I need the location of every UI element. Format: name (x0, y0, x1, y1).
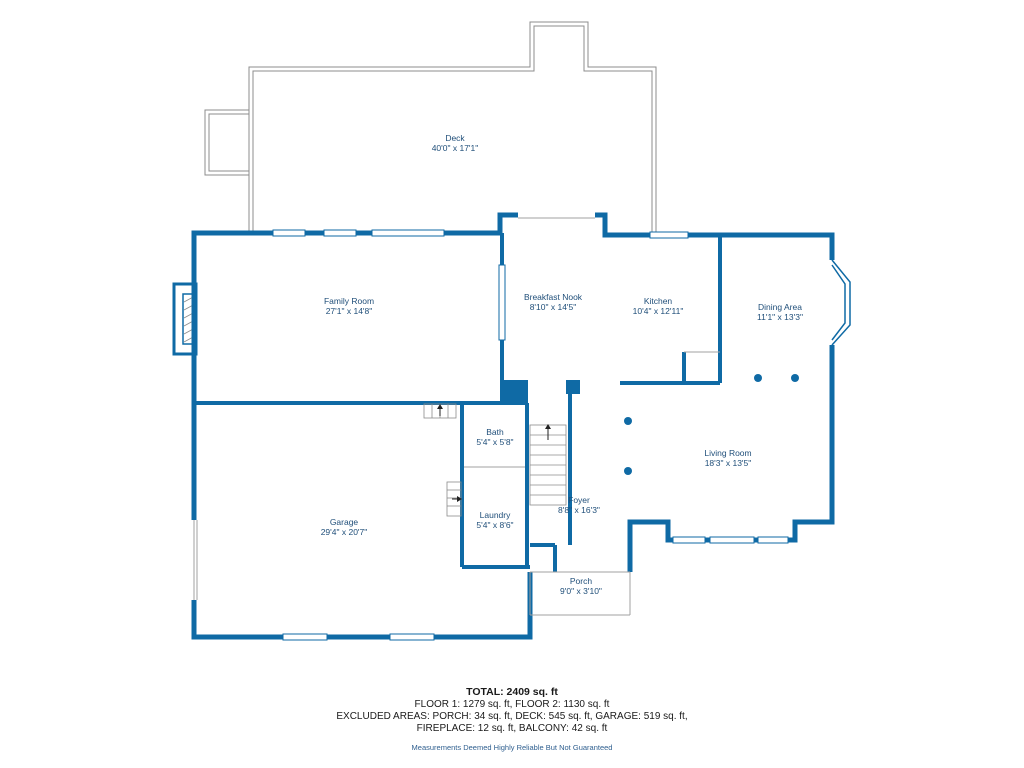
excluded-areas-continued: FIREPLACE: 12 sq. ft, BALCONY: 42 sq. ft (416, 723, 608, 734)
room-name: Dining Area (758, 302, 802, 312)
wall-blocks (500, 380, 580, 405)
room-labels: Deck 40'0" x 17'1" Family Room 27'1" x 1… (321, 133, 803, 596)
room-name: Foyer (568, 495, 590, 505)
room-name: Bath (486, 427, 504, 437)
floor-areas: FLOOR 1: 1279 sq. ft, FLOOR 2: 1130 sq. … (414, 699, 610, 710)
room-dims: 40'0" x 17'1" (432, 143, 479, 153)
total-area: TOTAL: 2409 sq. ft (466, 686, 558, 698)
deck-outline (204, 21, 657, 233)
room-dims: 10'4" x 12'11" (633, 306, 684, 316)
room-dims: 18'3" x 13'5" (705, 458, 752, 468)
room-name: Breakfast Nook (524, 292, 583, 302)
bay-window (831, 259, 851, 346)
room-dims: 29'4" x 20'7" (321, 527, 368, 537)
room-dims: 8'8" x 16'3" (558, 505, 600, 515)
columns (624, 374, 799, 475)
room-name: Garage (330, 517, 359, 527)
room-name: Kitchen (644, 296, 673, 306)
excluded-areas: EXCLUDED AREAS: PORCH: 34 sq. ft, DECK: … (336, 711, 688, 722)
room-name: Living Room (704, 448, 751, 458)
room-dims: 9'0" x 3'10" (560, 586, 602, 596)
windows (272, 229, 789, 641)
room-name: Laundry (480, 510, 511, 520)
disclaimer: Measurements Deemed Highly Reliable But … (411, 743, 613, 752)
room-dims: 5'4" x 8'6" (476, 520, 513, 530)
room-dims: 5'4" x 5'8" (476, 437, 513, 447)
room-name: Porch (570, 576, 592, 586)
stairs (423, 403, 567, 517)
thin-walls (193, 217, 720, 616)
room-dims: 11'1" x 13'3" (757, 312, 803, 322)
room-dims: 8'10" x 14'5" (530, 302, 577, 312)
room-dims: 27'1" x 14'8" (326, 306, 373, 316)
room-name: Deck (445, 133, 465, 143)
interior-walls (194, 233, 722, 572)
room-name: Family Room (324, 296, 374, 306)
exterior-walls (191, 212, 835, 640)
